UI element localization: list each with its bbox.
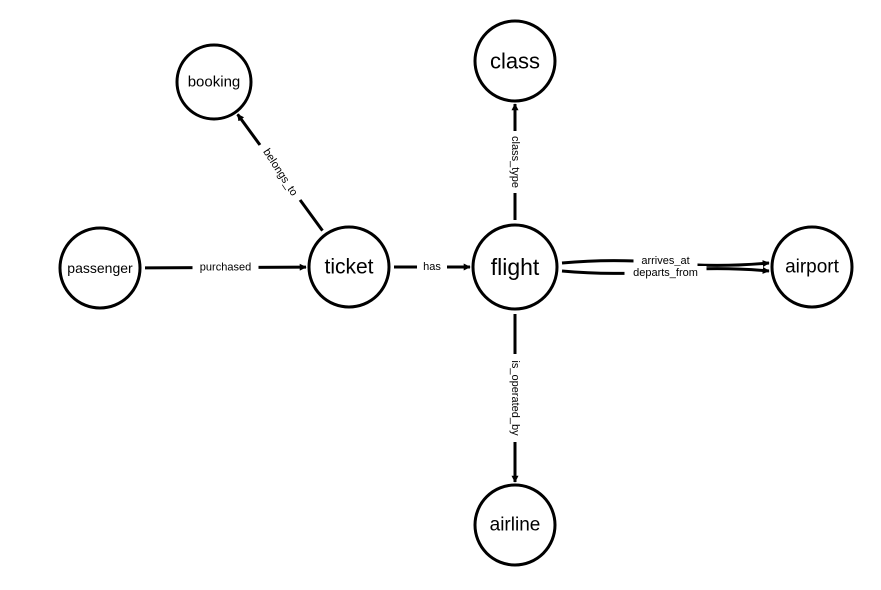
edge-class_type: class_type (508, 103, 522, 220)
node-circle-class (473, 19, 557, 103)
node-airport: airport (770, 225, 854, 309)
edge-label-bg (508, 131, 522, 193)
node-circle-booking (175, 43, 253, 121)
edge-label-bg (417, 260, 447, 274)
node-label-class: class (490, 49, 540, 74)
node-circle-airport (770, 225, 854, 309)
edge-label-arrives_at: arrives_at (641, 255, 689, 267)
edge-has: has (394, 260, 471, 274)
node-label-booking: booking (188, 74, 241, 91)
node-circle-flight (471, 223, 559, 311)
edge-arrives_at: arrives_at (561, 254, 770, 268)
edge-label-bg (255, 140, 305, 205)
node-label-ticket: ticket (324, 256, 373, 279)
node-label-flight: flight (491, 254, 540, 280)
node-label-airport: airport (785, 257, 840, 278)
node-flight: flight (471, 223, 559, 311)
edge-label-group-has: has (417, 260, 447, 274)
edge-label-belongs_to: belongs_to (260, 147, 299, 199)
edge-label-bg (508, 354, 522, 442)
edge-label-group-arrives_at: arrives_at (633, 254, 698, 268)
node-booking: booking (175, 43, 253, 121)
edge-label-group-purchased: purchased (192, 260, 259, 275)
node-passenger: passenger (58, 226, 142, 310)
edge-label-is_operated_by: is_operated_by (509, 360, 521, 436)
edge-belongs_to: belongs_to (236, 113, 324, 232)
edge-label-purchased: purchased (200, 261, 251, 273)
edge-label-bg (633, 254, 698, 268)
node-circle-passenger (58, 226, 142, 310)
node-circle-ticket (307, 225, 391, 309)
edge-purchased: purchased (144, 260, 307, 275)
node-ticket: ticket (307, 225, 391, 309)
edge-label-group-belongs_to: belongs_to (255, 140, 305, 205)
edge-label-departs_from: departs_from (633, 267, 698, 279)
edge-label-has: has (423, 261, 441, 273)
edge-label-group-departs_from: departs_from (624, 266, 707, 280)
edge-label-group-is_operated_by: is_operated_by (508, 354, 522, 442)
edge-departs_from: departs_from (561, 266, 770, 280)
node-airline: airline (473, 483, 557, 567)
edge-label-class_type: class_type (509, 136, 521, 188)
nodes-layer: passenger booking ticket flight class airport… (58, 19, 854, 567)
edge-label-bg (192, 260, 259, 275)
edge-label-bg (624, 266, 707, 280)
node-label-airline: airline (490, 515, 541, 536)
node-class: class (473, 19, 557, 103)
node-label-passenger: passenger (67, 260, 133, 276)
edge-label-group-class_type: class_type (508, 131, 522, 193)
node-circle-airline (473, 483, 557, 567)
edge-is_operated_by: is_operated_by (508, 314, 522, 483)
